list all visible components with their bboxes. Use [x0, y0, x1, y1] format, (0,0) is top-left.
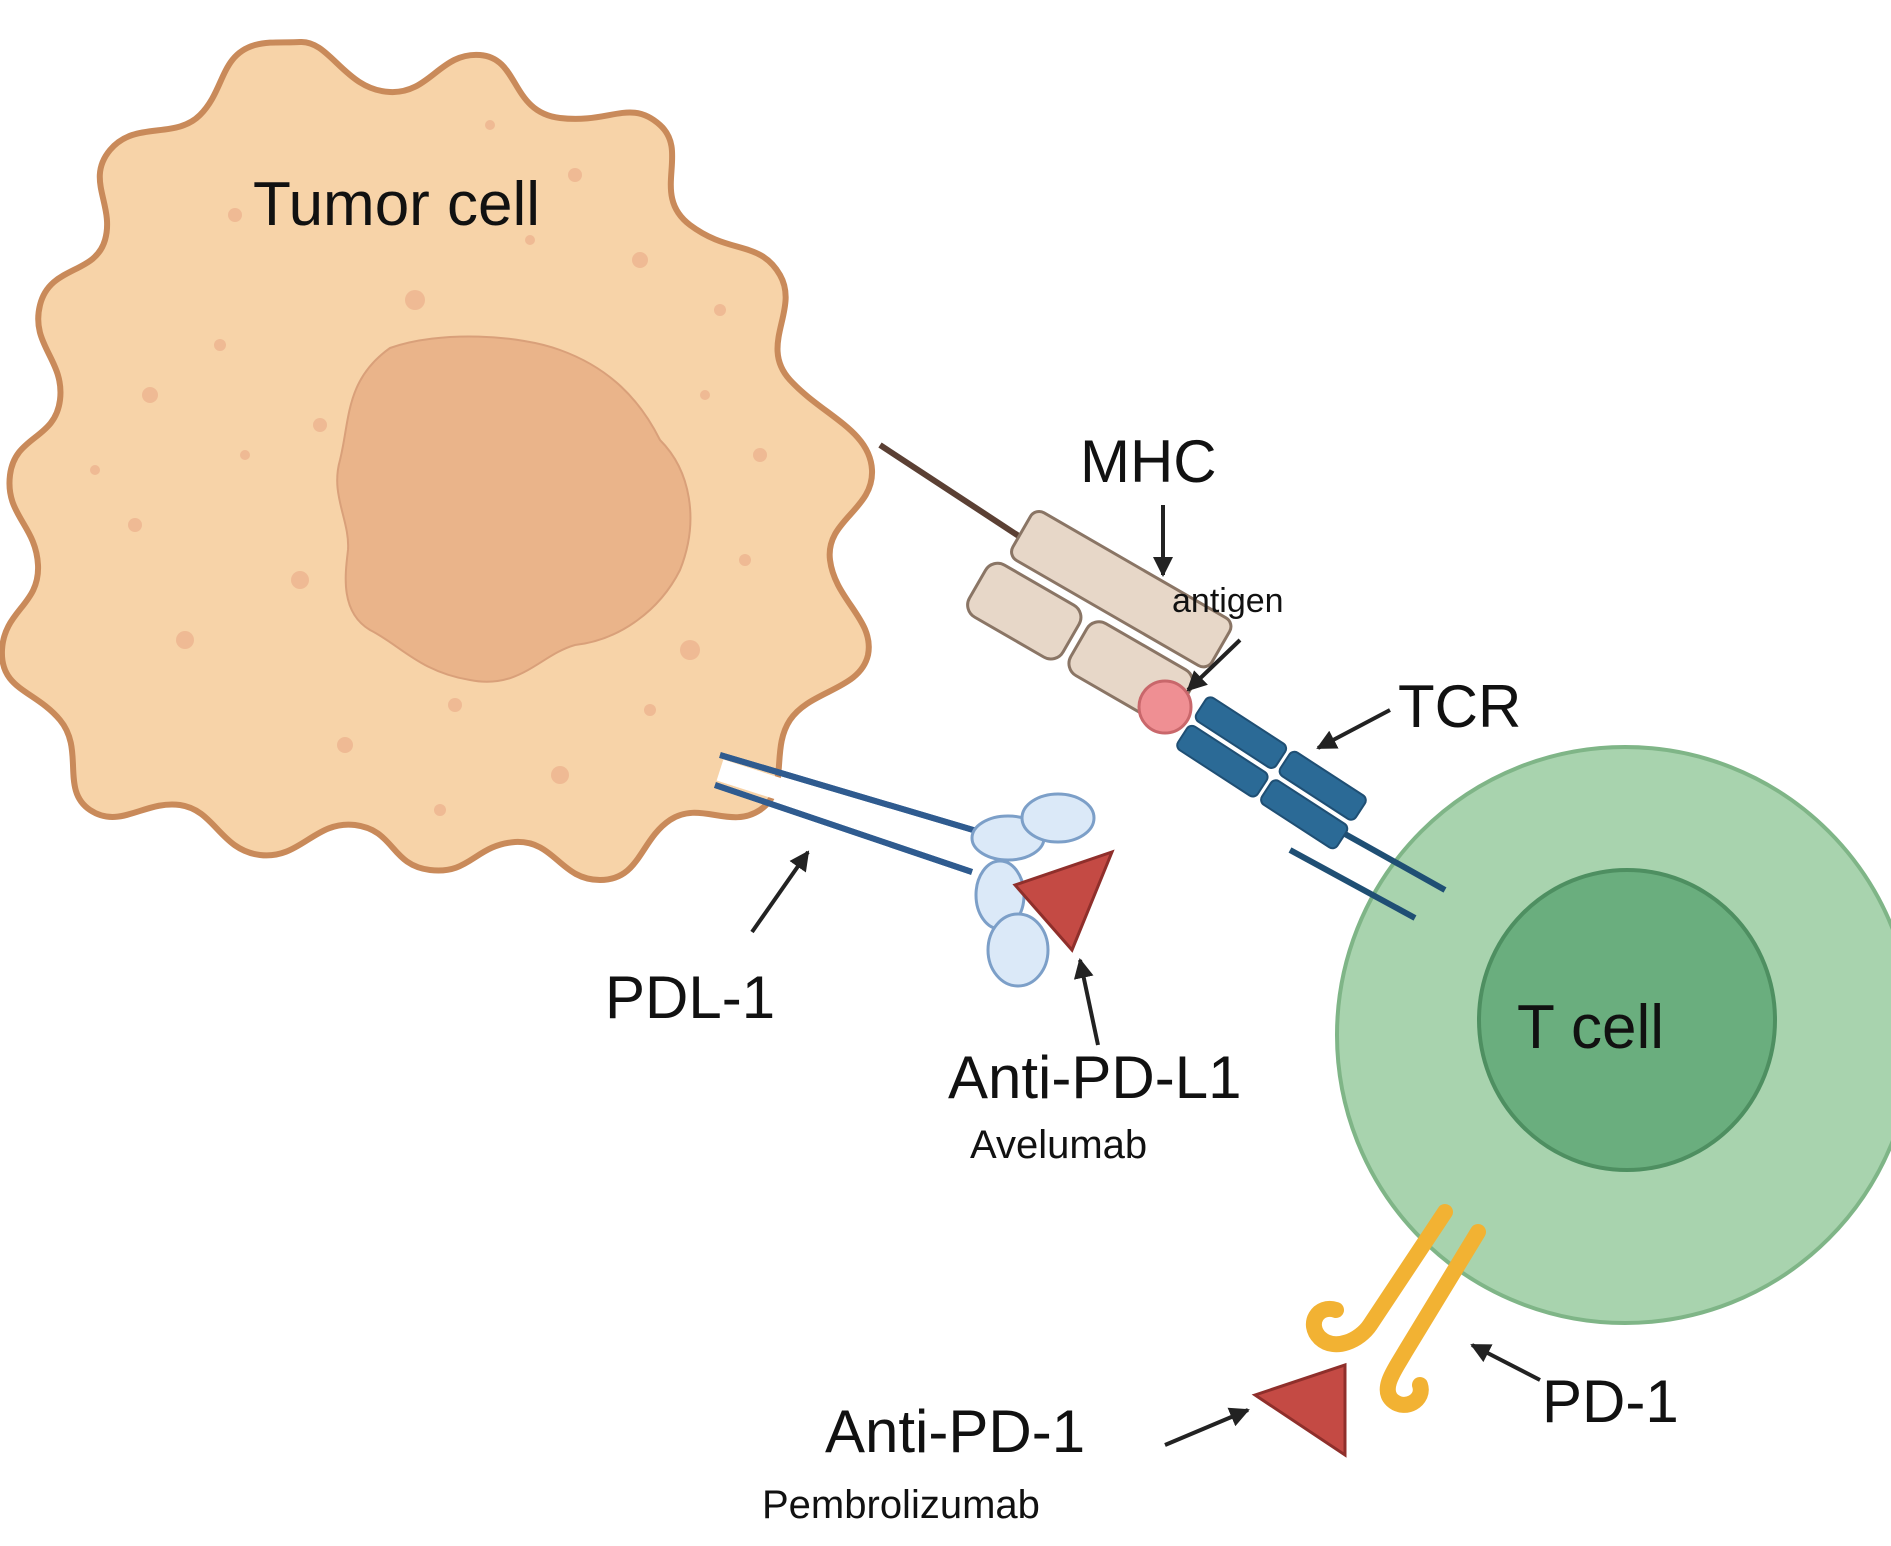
- t-cell-nucleus: [1477, 868, 1777, 1172]
- tcr-label: TCR: [1398, 673, 1521, 740]
- antigen-peptide: [1137, 679, 1193, 735]
- pdl1-chain: [719, 752, 981, 835]
- tcr-chain: [1176, 724, 1269, 798]
- pembrolizumab-label: Pembrolizumab: [762, 1483, 1040, 1527]
- tcr-chain: [1278, 750, 1367, 821]
- mhc-domain: [966, 561, 1083, 661]
- pdl1-domain: [1020, 792, 1096, 844]
- pdl1-chain-inner: [716, 759, 979, 863]
- tumor-cell: [0, 39, 876, 884]
- pdl1-chain: [714, 782, 973, 875]
- tcr: [1176, 696, 1447, 921]
- t-cell: [1335, 745, 1891, 1325]
- tumor-cell-label: Tumor cell: [253, 170, 540, 239]
- mhc-label: MHC: [1080, 428, 1217, 495]
- tcr-arrow: [1316, 708, 1391, 750]
- pdl1-label: PDL-1: [605, 964, 775, 1031]
- antigen-label: antigen: [1172, 582, 1284, 620]
- pd1-chain: [1306, 1204, 1453, 1353]
- antigen-arrow: [1186, 638, 1242, 692]
- avelumab-label: Avelumab: [970, 1123, 1147, 1167]
- anti-pdl1-arrow: [1073, 958, 1100, 1046]
- anti-pdl1-label: Anti-PD-L1: [948, 1044, 1241, 1111]
- tumor-cytoplasm-dots: [90, 120, 767, 816]
- mhc-domain: [1010, 510, 1233, 669]
- anti-pdl1-drug-icon: [1012, 849, 1115, 953]
- tcr-chain: [1194, 696, 1288, 769]
- pd1-label: PD-1: [1542, 1368, 1679, 1435]
- anti-pd1-drug-icon: [1251, 1362, 1347, 1458]
- pd1-chain: [1379, 1224, 1486, 1413]
- mhc-stalk: [878, 442, 1042, 553]
- tumor-cell-nucleus: [336, 335, 692, 683]
- anti-pd1-arrow: [1164, 1407, 1250, 1447]
- t-cell-label: T cell: [1517, 993, 1664, 1062]
- tcr-stalk: [1288, 847, 1417, 921]
- pointer-arrows: [750, 505, 1541, 1447]
- pdl1-receptor: [714, 752, 1096, 988]
- pd1-arrow: [1470, 1343, 1541, 1382]
- tcr-chain: [1260, 779, 1349, 850]
- pd1-receptor: [1306, 1204, 1486, 1413]
- anti-pd1-label: Anti-PD-1: [825, 1398, 1085, 1465]
- pdl1-domain: [986, 912, 1050, 988]
- pdl1-arrow: [750, 850, 810, 934]
